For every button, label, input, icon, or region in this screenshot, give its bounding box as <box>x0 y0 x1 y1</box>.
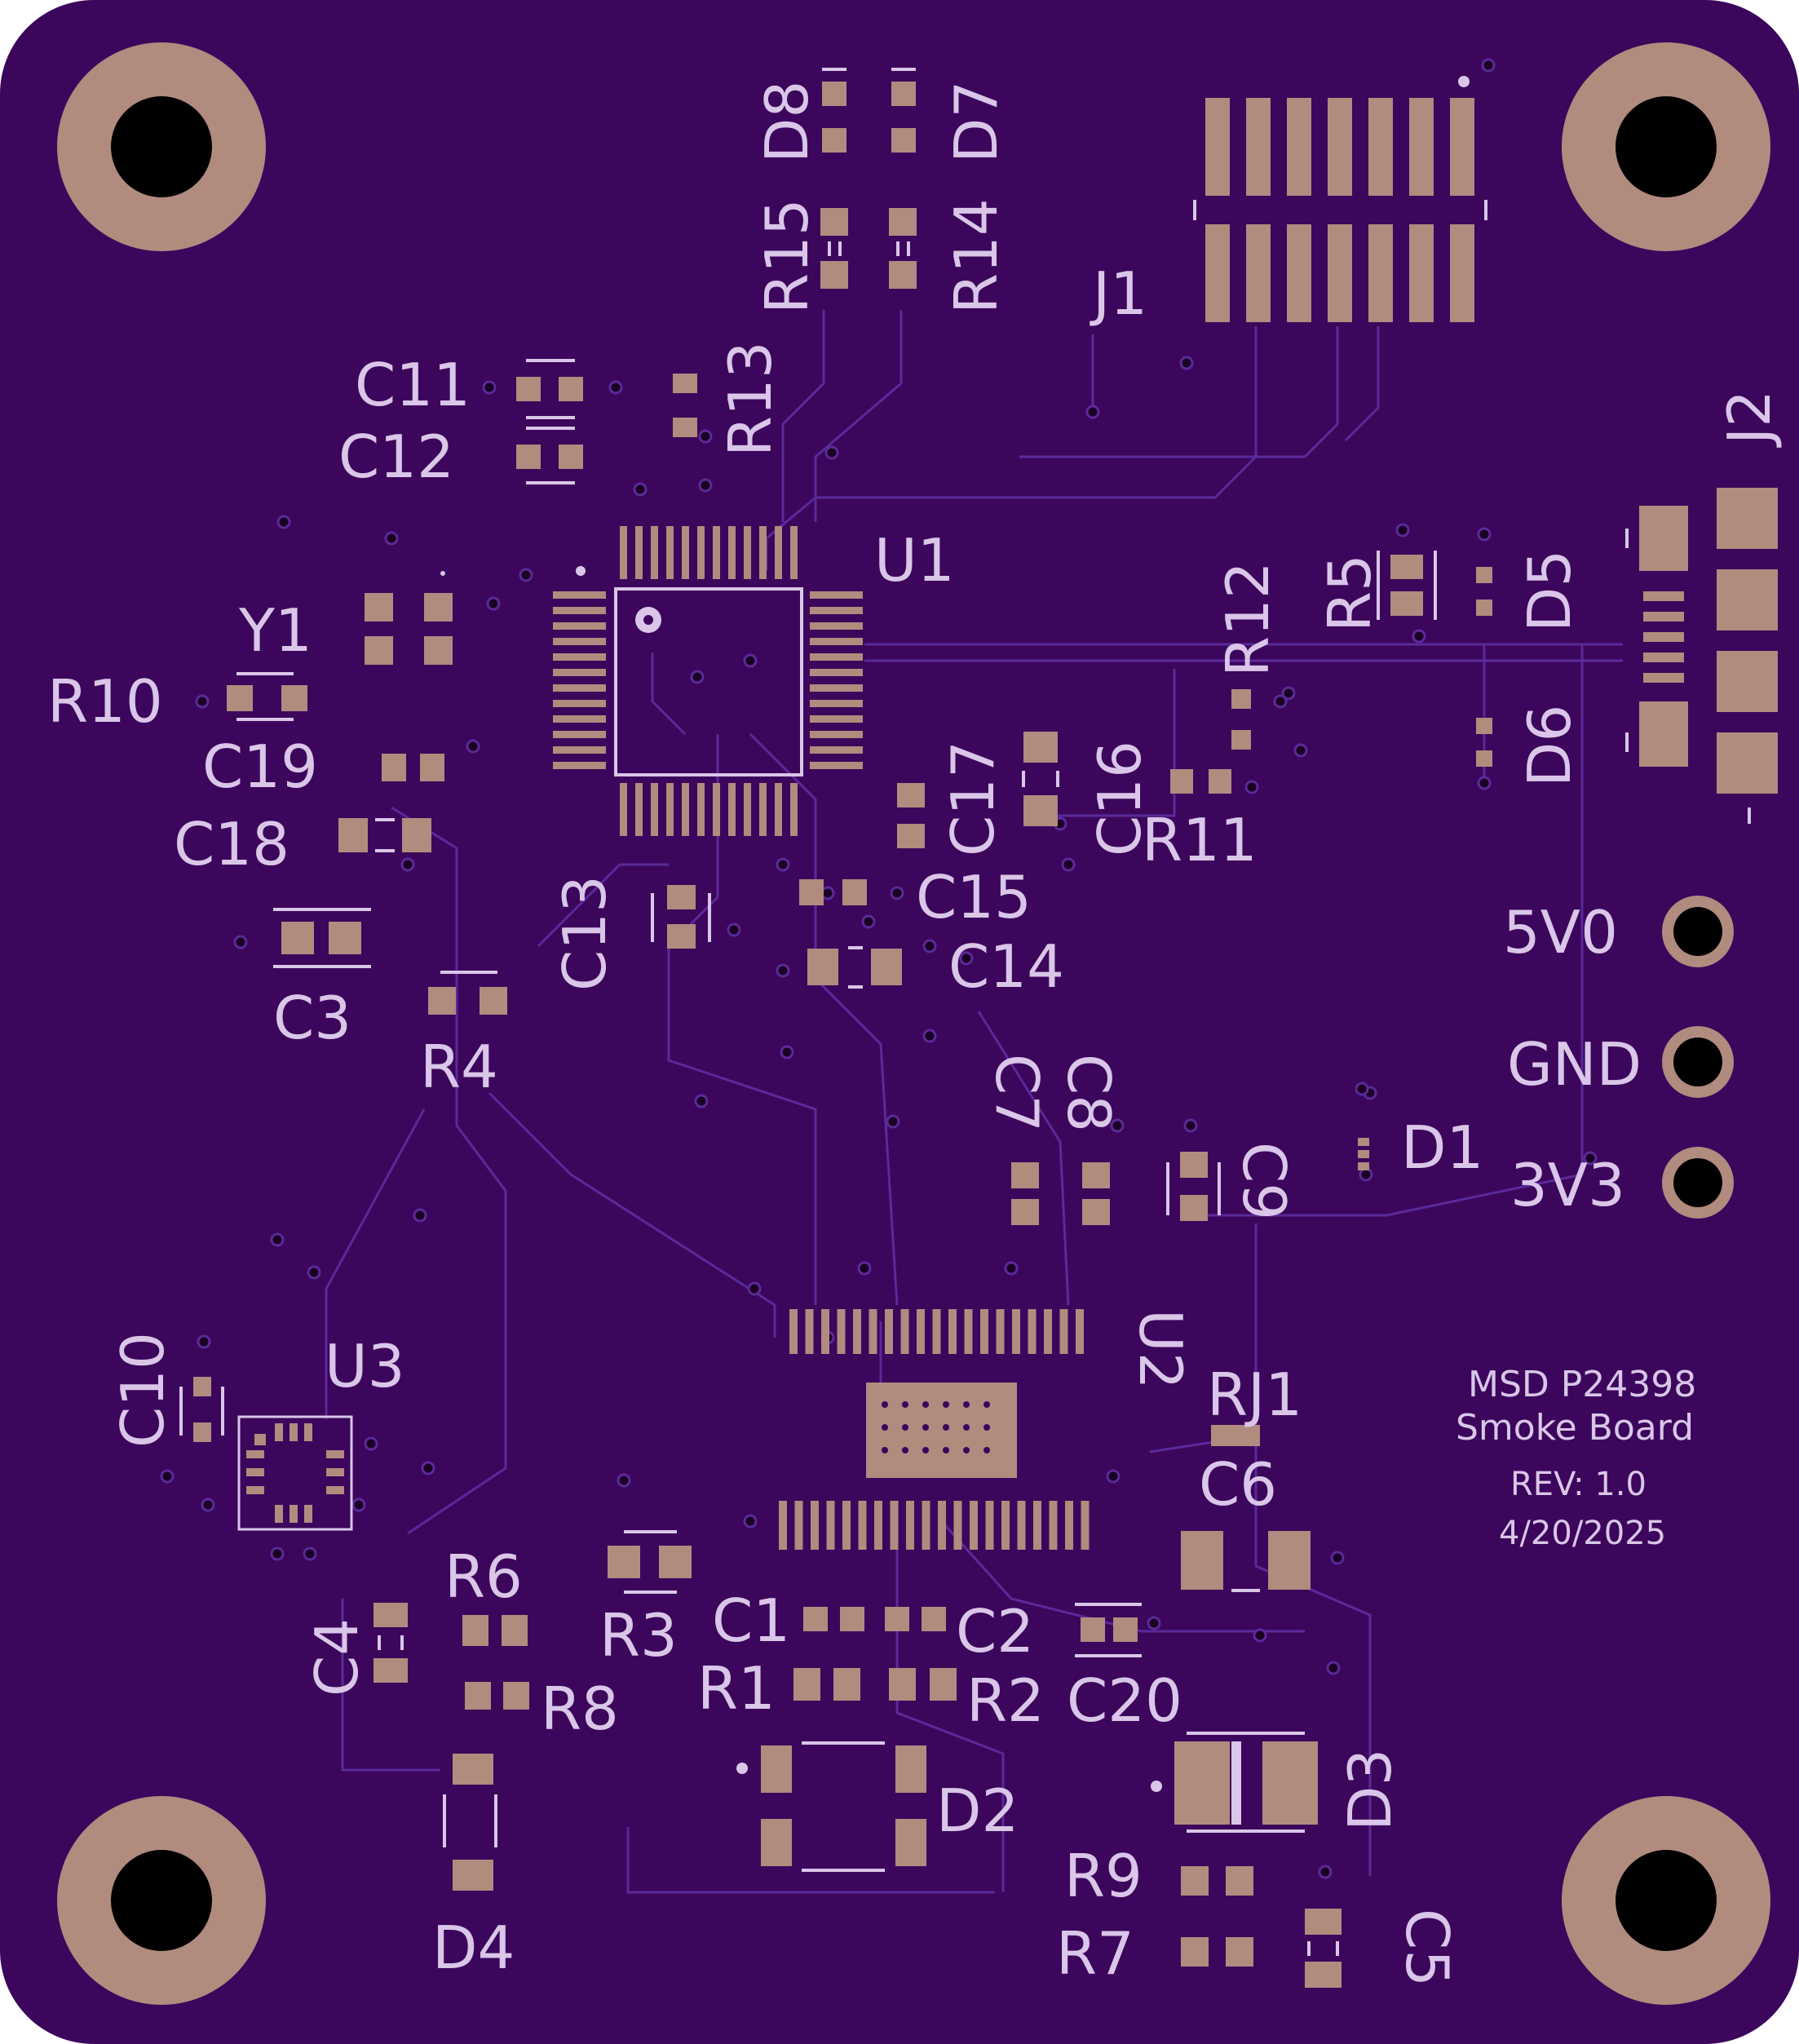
label-c13: C13 <box>550 875 619 991</box>
label-r7: R7 <box>1056 1919 1134 1988</box>
label-3v3: 3V3 <box>1510 1151 1625 1219</box>
label-c11: C11 <box>355 351 471 419</box>
label-d5: D5 <box>1515 550 1584 632</box>
label-y1: Y1 <box>238 596 312 665</box>
info-revision: REV: 1.0 <box>1510 1466 1647 1503</box>
power-header <box>1662 896 1734 1219</box>
label-d6: D6 <box>1515 705 1584 787</box>
label-r14: R14 <box>942 198 1010 314</box>
label-r5: R5 <box>1315 554 1384 632</box>
label-j2: J2 <box>1715 390 1784 448</box>
passives-bottom-left <box>374 1530 692 1891</box>
mounting-holes <box>57 42 1770 2005</box>
label-r3: R3 <box>599 1601 678 1670</box>
label-r8: R8 <box>541 1675 619 1743</box>
info-date: 4/20/2025 <box>1499 1515 1666 1552</box>
crystal-y1-group <box>227 571 507 1015</box>
label-r6: R6 <box>444 1542 523 1611</box>
label-r15: R15 <box>753 198 821 314</box>
label-c9: C9 <box>1230 1142 1298 1220</box>
label-c15: C15 <box>916 863 1032 931</box>
label-d2: D2 <box>936 1776 1019 1845</box>
label-d4: D4 <box>432 1913 515 1982</box>
label-c17: C17 <box>939 741 1007 856</box>
label-c8: C8 <box>1054 1054 1123 1132</box>
label-c14: C14 <box>948 932 1064 1001</box>
label-c20: C20 <box>1067 1666 1182 1735</box>
label-c16: C16 <box>1085 741 1154 856</box>
label-d3: D3 <box>1336 1749 1404 1831</box>
label-c1: C1 <box>712 1586 790 1655</box>
mcu-u1 <box>553 526 863 836</box>
silkscreen-labels: D8 D7 R15 R14 J1 J2 C11 C12 R13 U1 Y1 R1… <box>47 81 1784 1988</box>
label-c10: C10 <box>108 1332 177 1448</box>
info-board-name: Smoke Board <box>1456 1407 1694 1449</box>
label-r11: R11 <box>1142 806 1258 874</box>
connector-j2 <box>1625 488 1778 824</box>
label-u3: U3 <box>325 1332 405 1400</box>
label-r9: R9 <box>1064 1842 1143 1910</box>
label-gnd: GND <box>1507 1030 1642 1099</box>
label-c3: C3 <box>273 984 351 1052</box>
label-r10: R10 <box>47 667 163 736</box>
label-5v0: 5V0 <box>1503 898 1618 967</box>
label-r2: R2 <box>966 1666 1045 1735</box>
label-r1: R1 <box>697 1654 776 1723</box>
label-j1: J1 <box>1090 259 1147 328</box>
passives-bottom-center <box>793 1603 1142 1701</box>
passives-r9-r7-c5 <box>1181 1866 1342 1988</box>
connector-j1 <box>1193 76 1487 322</box>
led-resistor-group <box>820 68 917 289</box>
ic-u2 <box>779 1309 1090 1550</box>
board-info: MSD P24398 Smoke Board REV: 1.0 4/20/202… <box>1456 1364 1696 1552</box>
label-r13: R13 <box>716 341 785 457</box>
passives-r5-d5-d6 <box>1377 551 1492 767</box>
label-d7: D7 <box>942 81 1010 163</box>
label-c19: C19 <box>202 732 318 801</box>
label-rj1: RJ1 <box>1207 1360 1302 1429</box>
capacitor-group-top <box>516 359 697 484</box>
label-c5: C5 <box>1393 1909 1461 1987</box>
label-d8: D8 <box>753 81 821 163</box>
label-u1: U1 <box>874 526 955 595</box>
label-u2: U2 <box>1126 1309 1195 1390</box>
label-c2: C2 <box>956 1597 1034 1666</box>
sensor-u3 <box>179 1377 353 1531</box>
diode-d2 <box>736 1741 926 1872</box>
label-r12: R12 <box>1213 561 1282 677</box>
passives-right-of-u1 <box>651 689 1251 989</box>
passives-c7-c8-c9-d1 <box>1011 1138 1369 1225</box>
label-r4: R4 <box>420 1033 498 1101</box>
label-c7: C7 <box>983 1054 1051 1132</box>
header-pin-labels: 5V0 GND 3V3 <box>1503 898 1642 1219</box>
label-c6: C6 <box>1199 1450 1277 1519</box>
label-c12: C12 <box>338 423 454 491</box>
vias <box>160 58 1598 1879</box>
label-d1: D1 <box>1401 1113 1483 1182</box>
diode-d3 <box>1151 1732 1318 1833</box>
label-c4: C4 <box>303 1618 371 1697</box>
info-project: MSD P24398 <box>1468 1364 1696 1405</box>
label-c18: C18 <box>174 810 290 878</box>
passives-rj1-c6 <box>1181 1425 1311 1592</box>
